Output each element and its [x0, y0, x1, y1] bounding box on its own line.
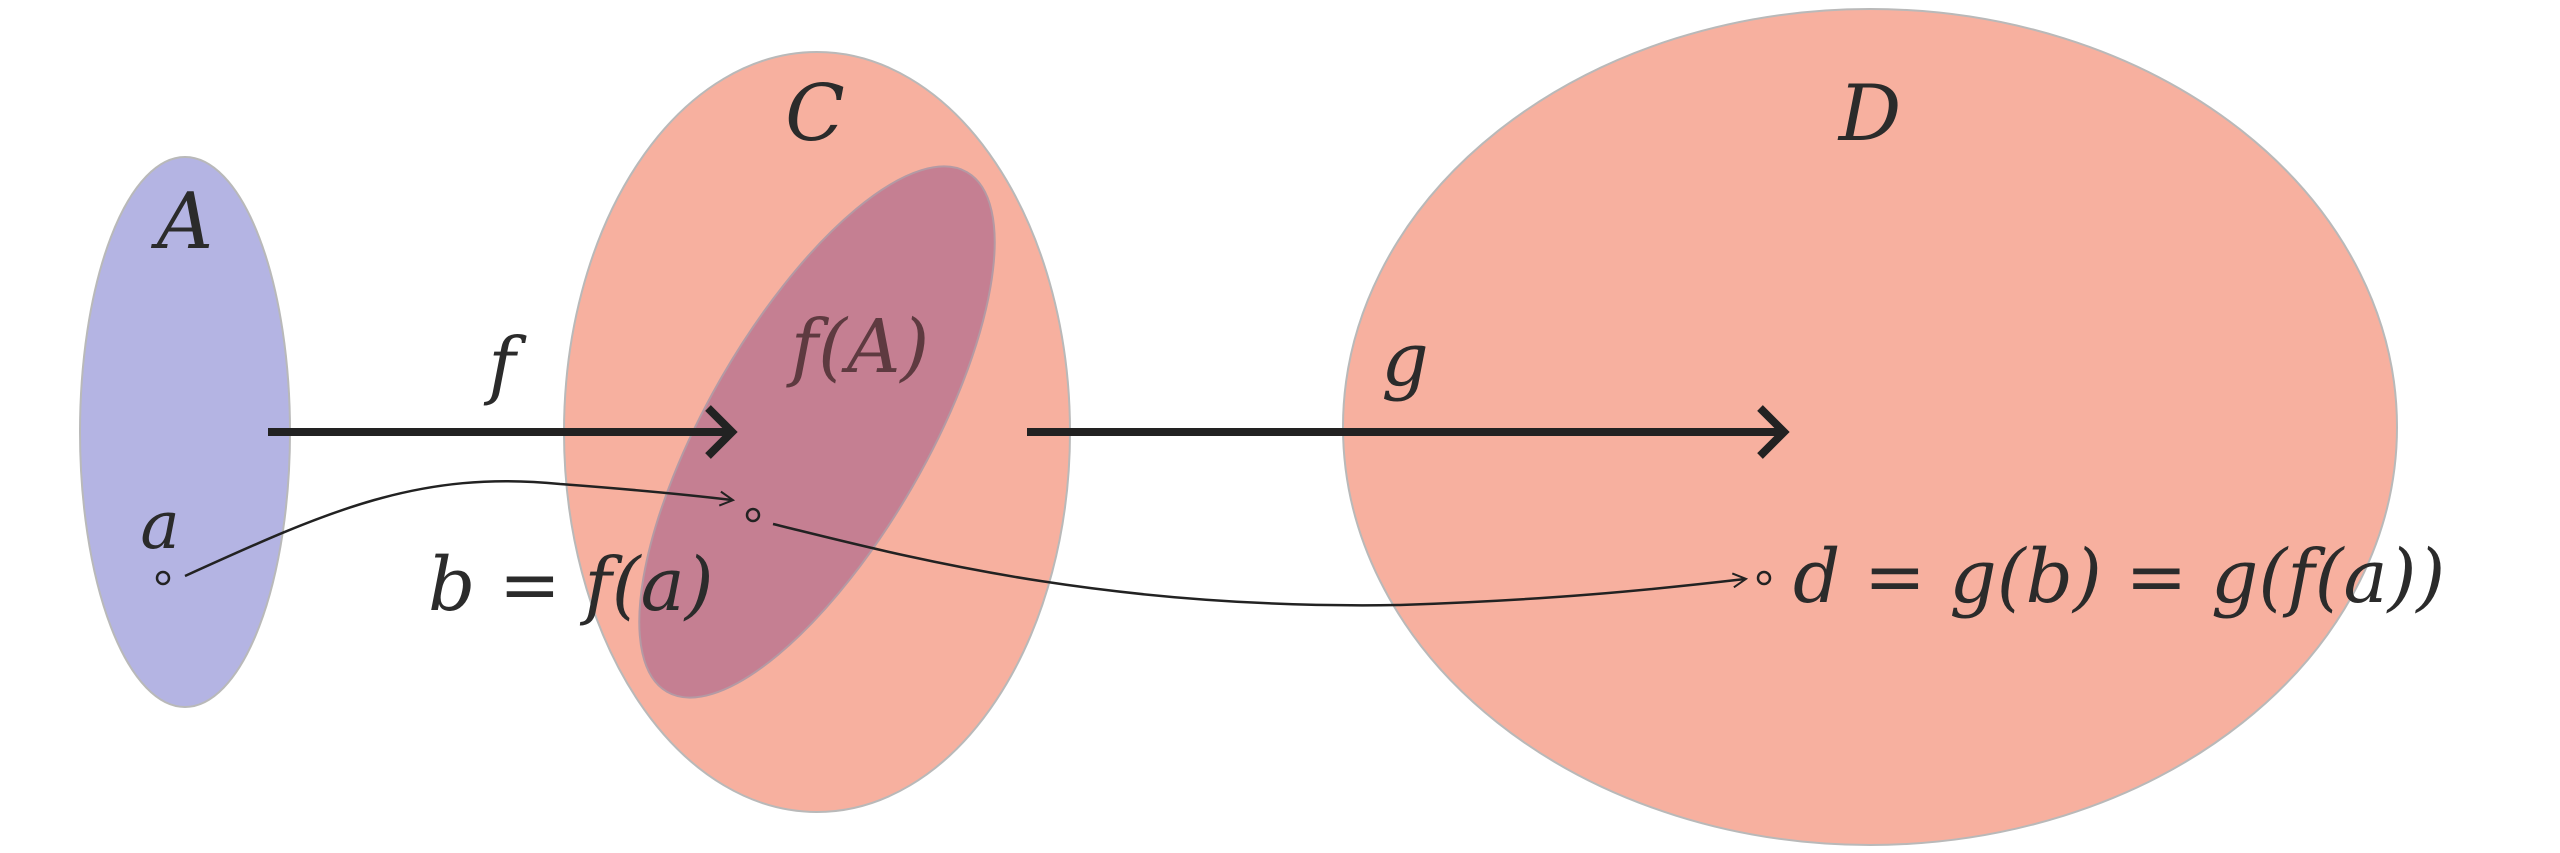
image-fa-ellipse: [638, 165, 996, 699]
map-g-label: g: [1381, 317, 1428, 403]
point-a-label: a: [140, 487, 179, 564]
point-a: [155, 570, 171, 586]
image-fa-label: f(A): [786, 304, 930, 390]
point-d-label: d = g(b) = g(f(a)): [1793, 534, 2445, 620]
set-d-label: D: [1837, 69, 1902, 159]
set-d-ellipse: [1342, 8, 2398, 846]
curve-a-to-b: [184, 480, 732, 578]
set-a-label: A: [151, 177, 213, 267]
set-c-label: C: [785, 69, 845, 159]
map-f-arrowhead: [705, 405, 738, 459]
point-d: [1756, 570, 1772, 586]
map-g-arrowhead: [1757, 405, 1790, 459]
curve-b-to-d: [772, 522, 1745, 607]
point-b: [745, 507, 761, 523]
map-f-label: f: [483, 322, 527, 408]
point-b-label: b = f(a): [428, 542, 714, 628]
